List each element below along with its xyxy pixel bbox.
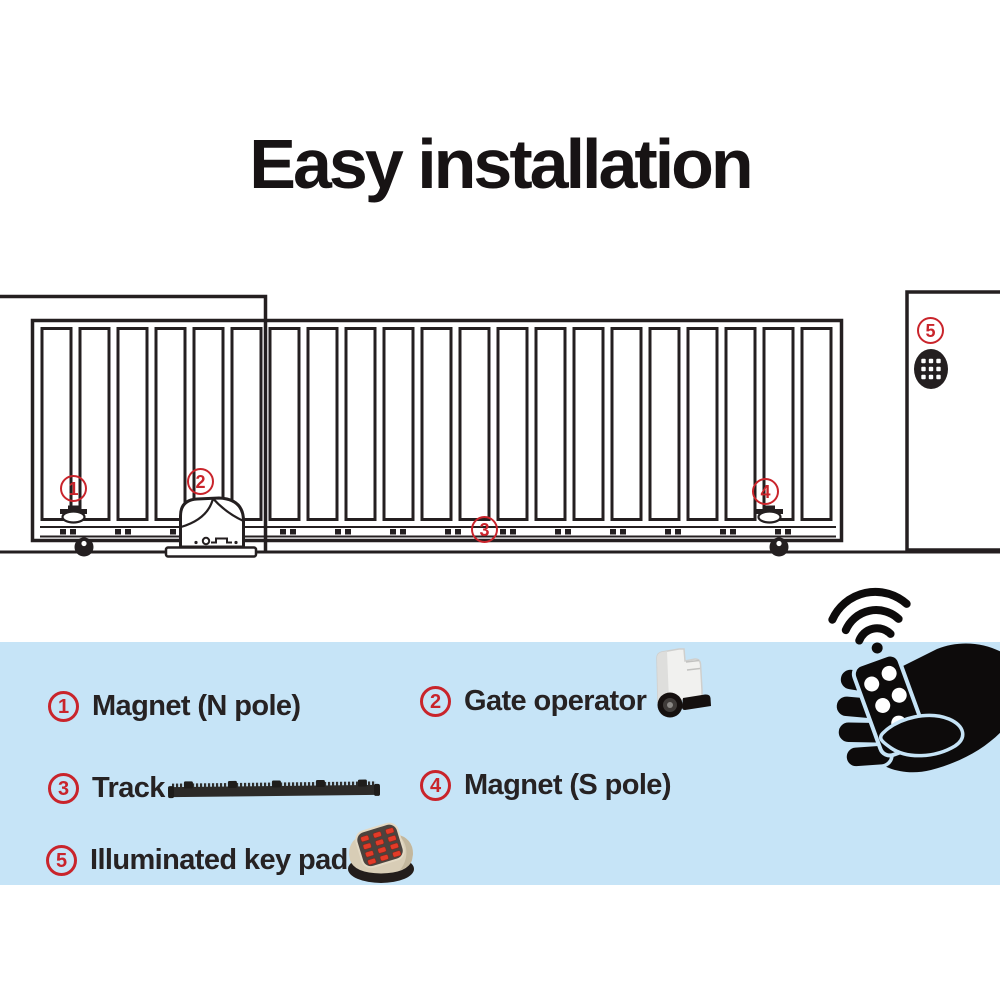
gate-wheel-right xyxy=(769,537,789,557)
wifi-signal-icon xyxy=(828,587,911,654)
legend-number-badge: 1 xyxy=(48,691,79,722)
legend-number-badge: 5 xyxy=(46,845,77,876)
legend-number-badge: 3 xyxy=(48,773,79,804)
gate-frame xyxy=(30,318,844,543)
keypad-icon xyxy=(914,349,948,389)
legend-number-badge: 4 xyxy=(420,770,451,801)
legend-item-magnet-n: 1 Magnet (N pole) xyxy=(48,690,301,723)
diagram-callout-2: 2 xyxy=(187,468,214,495)
remote-hand-icon xyxy=(828,587,1000,773)
diagram-callout-3: 3 xyxy=(471,516,498,543)
gate-wheel-left xyxy=(74,537,94,557)
legend-item-track: 3 Track xyxy=(48,772,165,805)
legend-item-label: Magnet (S pole) xyxy=(464,769,671,801)
legend-item-keypad: 5 Illuminated key pad xyxy=(46,844,348,877)
diagram-callout-5: 5 xyxy=(917,317,944,344)
legend-item-label: Magnet (N pole) xyxy=(92,690,301,722)
gate-operator-image xyxy=(656,648,711,718)
gate-operator-drawing xyxy=(164,496,258,558)
legend-item-label: Gate operator xyxy=(464,685,647,717)
track-rack-image xyxy=(168,779,380,799)
magnet-n-drawing xyxy=(60,505,87,524)
gate-diagram xyxy=(0,290,1000,558)
legend-band: 1 Magnet (N pole) 2 Gate operator 3 Trac… xyxy=(0,642,1000,885)
legend-item-label: Illuminated key pad xyxy=(90,844,348,876)
legend-item-label: Track xyxy=(92,772,165,804)
legend-item-magnet-s: 4 Magnet (S pole) xyxy=(420,769,671,802)
track-rail xyxy=(40,526,836,538)
page-title: Easy installation xyxy=(249,125,753,203)
legend-number-badge: 2 xyxy=(420,686,451,717)
legend-item-gate-operator: 2 Gate operator xyxy=(420,685,647,718)
diagram-callout-4: 4 xyxy=(752,478,779,505)
hand-thumb xyxy=(878,713,965,758)
magnet-s-drawing xyxy=(756,505,783,524)
gate-bars xyxy=(39,327,837,521)
diagram-callout-1: 1 xyxy=(60,475,87,502)
keypad-image xyxy=(348,822,414,883)
